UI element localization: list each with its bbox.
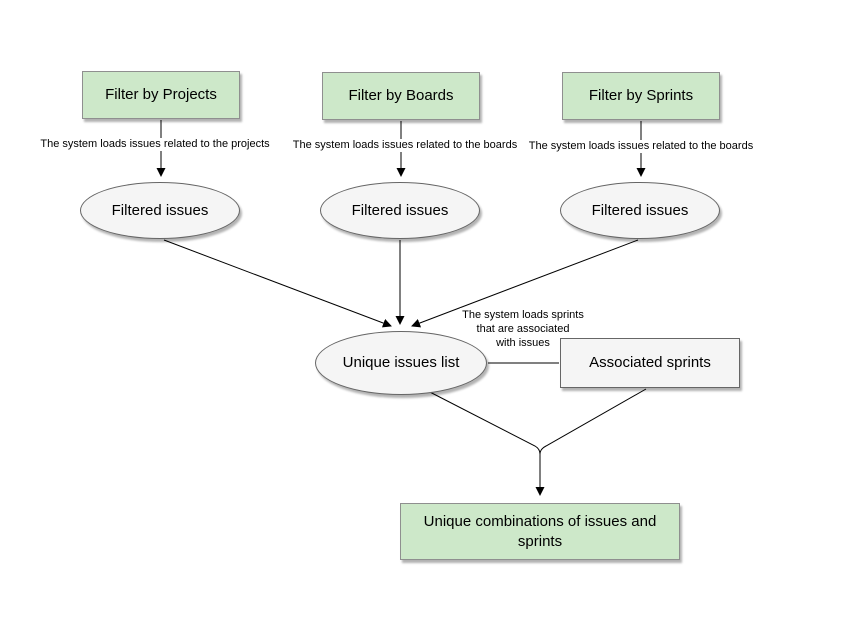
node-unique-issues-list-label: Unique issues list [342, 354, 460, 371]
node-filtered-issues-boards: Filtered issues [320, 182, 480, 239]
edge-label-boards: The system loads issues related to the b… [290, 139, 520, 152]
node-unique-issues-list: Unique issues list [315, 331, 487, 395]
node-filtered-issues-sprints-label: Filtered issues [591, 201, 689, 219]
node-unique-combinations: Unique combinations of issues and sprint… [400, 503, 680, 560]
edge-associated-to-combinations [539, 388, 647, 455]
node-unique-combinations-label: Unique combinations of issues and sprint… [423, 512, 657, 550]
node-filtered-issues-sprints: Filtered issues [560, 182, 720, 239]
node-filtered-issues-projects: Filtered issues [80, 182, 240, 239]
edge-unique-to-combinations [423, 388, 545, 496]
node-filter-by-sprints: Filter by Sprints [562, 72, 720, 120]
node-filtered-issues-projects-label: Filtered issues [111, 201, 209, 219]
node-filtered-issues-boards-label: Filtered issues [351, 201, 449, 219]
edge-label-projects: The system loads issues related to the p… [38, 138, 272, 151]
node-filter-by-boards: Filter by Boards [322, 72, 480, 120]
edge-filtered1-to-unique [163, 239, 392, 328]
node-filter-by-boards-label: Filter by Boards [348, 87, 454, 104]
node-associated-sprints: Associated sprints [560, 338, 740, 388]
edge-filtered3-to-unique [411, 239, 639, 328]
edge-label-sprints: The system loads issues related to the b… [526, 140, 756, 153]
edge-label-associated-line1: The system loads sprints [462, 309, 584, 321]
node-filter-by-projects-label: Filter by Projects [105, 86, 217, 103]
node-associated-sprints-label: Associated sprints [589, 354, 711, 371]
edge-label-associated-line3: with issues [496, 337, 550, 349]
node-filter-by-projects: Filter by Projects [82, 71, 240, 119]
edge-label-associated-line2: that are associated [476, 323, 570, 335]
node-filter-by-sprints-label: Filter by Sprints [588, 87, 694, 104]
